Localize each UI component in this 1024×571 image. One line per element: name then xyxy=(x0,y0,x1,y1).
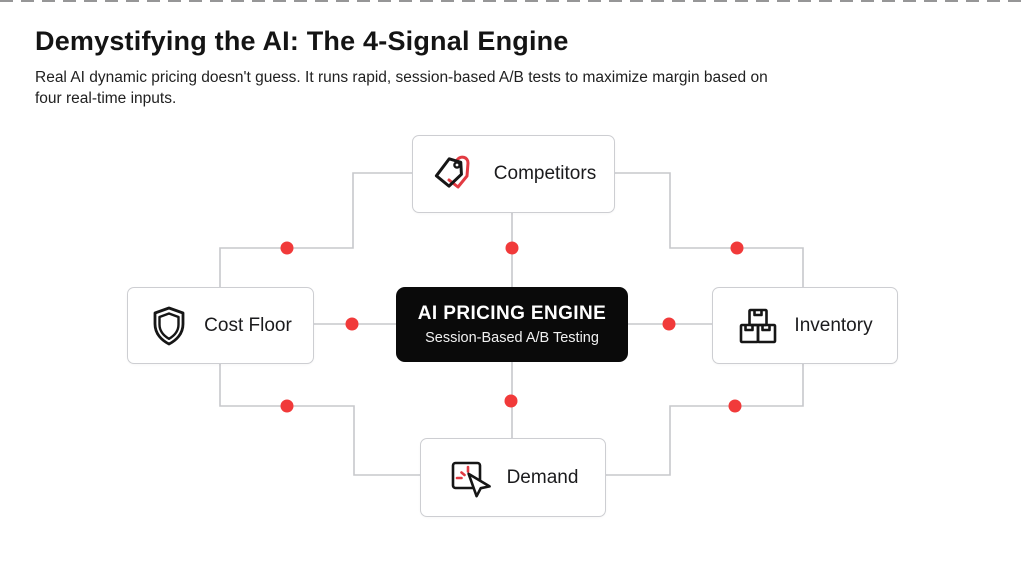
line-costfloor-demand xyxy=(219,362,420,476)
page-subtitle: Real AI dynamic pricing doesn't guess. I… xyxy=(35,69,768,107)
shield-icon xyxy=(153,306,185,345)
cursor-click-icon xyxy=(451,461,491,497)
junction-dot xyxy=(730,241,744,255)
junction-dot xyxy=(280,241,294,255)
ai-pricing-engine-box: AI PRICING ENGINE Session-Based A/B Test… xyxy=(396,287,628,362)
junction-dot xyxy=(345,317,359,331)
engine-title: AI PRICING ENGINE xyxy=(417,303,607,324)
junction-dot xyxy=(505,241,519,255)
node-demand: Demand xyxy=(420,438,606,517)
node-inventory: Inventory xyxy=(712,287,898,364)
junction-dot xyxy=(662,317,676,331)
line-competitors-costfloor xyxy=(219,172,412,287)
node-label-demand: Demand xyxy=(506,466,579,488)
top-edge-artifact xyxy=(0,0,1024,2)
node-label-cost-floor: Cost Floor xyxy=(204,314,292,336)
boxes-icon xyxy=(740,308,777,343)
line-inventory-demand xyxy=(604,362,804,476)
junction-dot xyxy=(504,394,518,408)
price-tags-icon xyxy=(434,155,470,189)
page-title: Demystifying the AI: The 4-Signal Engine xyxy=(35,26,569,56)
line-competitors-inventory xyxy=(613,172,804,287)
junction-dot xyxy=(280,399,294,413)
node-label-inventory: Inventory xyxy=(794,314,873,336)
engine-subtitle: Session-Based A/B Testing xyxy=(425,330,599,346)
node-competitors: Competitors xyxy=(412,135,615,213)
slide-header: Demystifying the AI: The 4-Signal Engine… xyxy=(35,26,815,109)
node-label-competitors: Competitors xyxy=(493,163,597,184)
junction-dot xyxy=(728,399,742,413)
node-cost-floor: Cost Floor xyxy=(127,287,314,364)
junction-dots xyxy=(280,241,744,413)
